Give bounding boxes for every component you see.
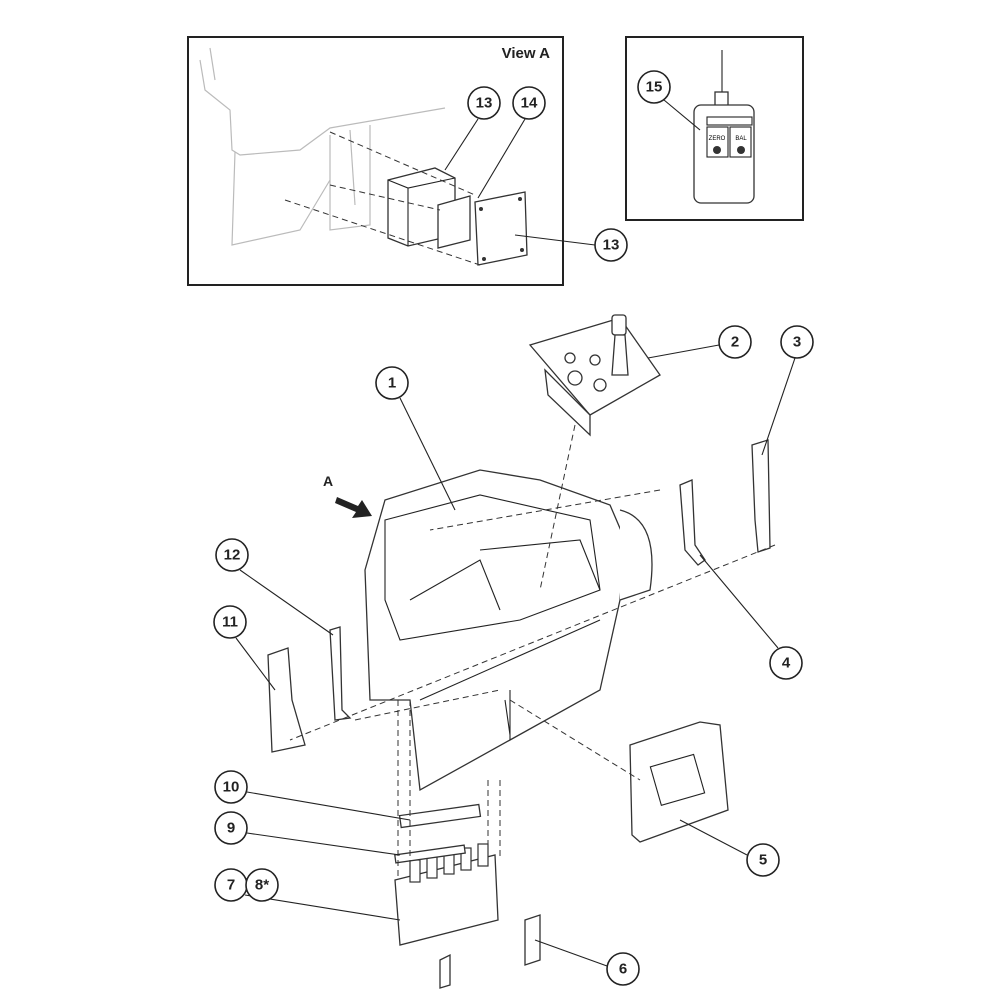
view-a-inset: View A 13 14 13 bbox=[187, 36, 628, 286]
svg-text:4: 4 bbox=[782, 655, 791, 672]
callout-1: 1 bbox=[375, 366, 409, 400]
callout-13-top: 13 bbox=[467, 86, 501, 120]
callout-4: 4 bbox=[769, 646, 803, 680]
svg-text:1: 1 bbox=[388, 375, 396, 392]
callout-8: 8* bbox=[245, 868, 279, 902]
valve-bank bbox=[394, 843, 499, 946]
zero-button-label: ZERO bbox=[709, 136, 726, 142]
bracket-6 bbox=[439, 914, 541, 989]
svg-text:10: 10 bbox=[223, 779, 240, 796]
svg-text:11: 11 bbox=[222, 614, 238, 631]
callout-7: 7 bbox=[214, 868, 248, 902]
remote-control: ZERO BAL bbox=[693, 104, 755, 204]
svg-text:8*: 8* bbox=[255, 877, 269, 894]
plate-10 bbox=[398, 803, 482, 829]
svg-text:6: 6 bbox=[619, 961, 627, 978]
bal-button bbox=[737, 146, 745, 154]
callout-9: 9 bbox=[214, 811, 248, 845]
main-exploded-view: A bbox=[213, 314, 814, 989]
callout-10: 10 bbox=[214, 770, 248, 804]
bracket-12 bbox=[329, 626, 352, 721]
callout-15: 15 bbox=[637, 70, 671, 104]
tool-case bbox=[629, 721, 729, 843]
junction-box-lid bbox=[474, 191, 528, 266]
callout-6: 6 bbox=[606, 952, 640, 986]
view-a-arrow-label: A bbox=[323, 473, 333, 489]
view-a-title: View A bbox=[502, 45, 551, 62]
zero-button bbox=[713, 146, 721, 154]
callout-12: 12 bbox=[215, 538, 249, 572]
callout-11: 11 bbox=[213, 605, 247, 639]
svg-text:9: 9 bbox=[227, 820, 235, 837]
remote-inset: ZERO BAL 15 bbox=[625, 36, 804, 221]
bal-button-label: BAL bbox=[735, 136, 747, 142]
control-panel bbox=[528, 314, 661, 437]
view-a-arrow-icon bbox=[335, 497, 372, 518]
bracket-11 bbox=[267, 647, 306, 753]
svg-text:12: 12 bbox=[224, 547, 241, 564]
svg-text:7: 7 bbox=[227, 877, 235, 894]
callout-3: 3 bbox=[780, 325, 814, 359]
callout-13-bottom: 13 bbox=[594, 228, 628, 262]
callout-14: 14 bbox=[512, 86, 546, 120]
svg-text:5: 5 bbox=[759, 852, 767, 869]
svg-text:15: 15 bbox=[646, 79, 663, 96]
bracket-4 bbox=[679, 479, 706, 566]
strip-9 bbox=[394, 844, 466, 864]
seat-ghost-outline bbox=[199, 47, 446, 246]
leader-lines bbox=[235, 344, 796, 967]
operator-basket bbox=[364, 469, 653, 792]
svg-text:13: 13 bbox=[603, 237, 620, 254]
svg-text:3: 3 bbox=[793, 334, 801, 351]
svg-text:14: 14 bbox=[521, 95, 538, 112]
bracket-3 bbox=[751, 439, 771, 553]
callout-2: 2 bbox=[718, 325, 752, 359]
junction-box bbox=[387, 167, 471, 249]
svg-text:13: 13 bbox=[476, 95, 493, 112]
callout-5: 5 bbox=[746, 843, 780, 877]
svg-text:2: 2 bbox=[731, 334, 739, 351]
